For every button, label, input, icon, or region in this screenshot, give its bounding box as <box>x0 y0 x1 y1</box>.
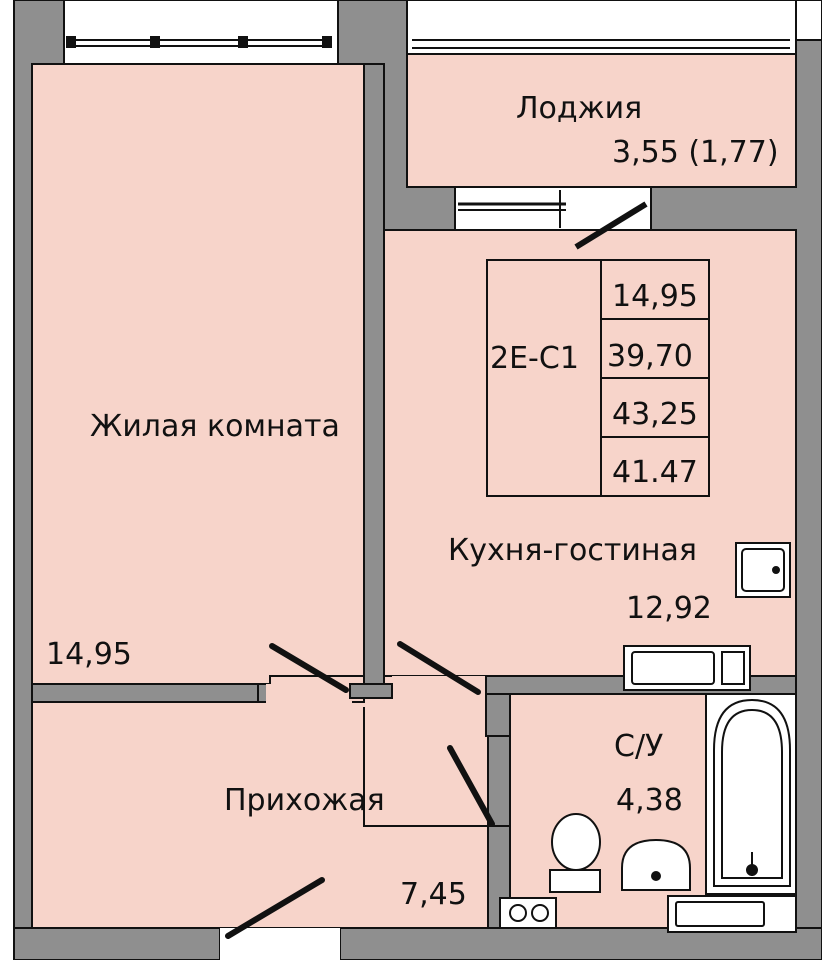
stove-icon <box>623 645 751 691</box>
washing-machine-icon <box>499 897 557 929</box>
apartment-code: 2Е-С1 <box>490 341 579 376</box>
bathroom-area: 4,38 <box>616 783 683 818</box>
room-floors <box>31 53 797 929</box>
toilet-icon <box>549 813 601 893</box>
loggia-floor <box>406 53 797 188</box>
kitchen-floor <box>383 229 797 677</box>
door-swing-icon <box>225 641 495 939</box>
loggia-area: 3,55 (1,77) <box>612 135 779 170</box>
hall-name: Прихожая <box>224 783 385 818</box>
kitchen-area: 12,92 <box>626 591 712 626</box>
living-room-area: 14,95 <box>46 637 132 672</box>
washbasin-icon <box>621 838 691 891</box>
spec-value-4: 41.47 <box>612 455 698 490</box>
balcony-door-icon <box>454 186 652 250</box>
bathroom-counter-icon <box>667 895 797 933</box>
entrance-opening <box>220 928 340 960</box>
bathroom-name: С/У <box>614 729 663 764</box>
spec-value-1: 14,95 <box>612 279 698 314</box>
living-room-name: Жилая комната <box>90 409 340 444</box>
loggia-name: Лоджия <box>516 91 642 126</box>
bathtub-icon <box>705 693 797 895</box>
kitchen-name: Кухня-гостиная <box>448 533 697 568</box>
hall-area: 7,45 <box>400 877 467 912</box>
loggia-window-icon <box>406 0 822 55</box>
spec-value-3: 43,25 <box>612 397 698 432</box>
spec-table <box>486 259 710 497</box>
spec-value-2: 39,70 <box>607 339 693 374</box>
living-room-floor <box>31 63 365 685</box>
kitchen-sink-icon <box>735 542 791 598</box>
window-icon <box>63 0 339 65</box>
